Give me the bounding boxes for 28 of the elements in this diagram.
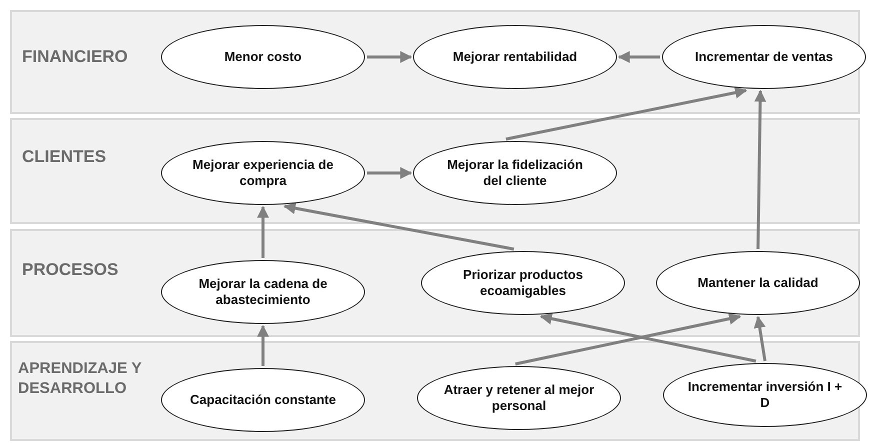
objective-label: Mantener la calidad	[696, 274, 820, 292]
arrow	[540, 312, 756, 363]
band-panel	[10, 118, 860, 224]
row-title: CLIENTES	[22, 146, 106, 168]
objective-label: Mejorar experiencia de compra	[192, 156, 334, 190]
arrow	[257, 324, 269, 366]
objective-label: Capacitación constante	[189, 392, 337, 408]
objective-label: Mejorar la fidelización del cliente	[446, 156, 584, 190]
objective-label: Incrementar de ventas	[694, 48, 834, 66]
arrow	[367, 167, 412, 179]
objective-label: Mejorar la cadena de abastecimiento	[198, 276, 328, 308]
row-title: PROCESOS	[22, 259, 118, 281]
arrow	[367, 51, 412, 63]
objective-label: Priorizar productos ecoamigables	[462, 266, 584, 300]
arrow	[618, 51, 660, 63]
row-title: FINANCIERO	[22, 46, 128, 68]
objective-label: Menor costo	[223, 48, 303, 66]
row-title: APRENDIZAJE Y DESARROLLO	[18, 359, 142, 400]
objective-label: Mejorar rentabilidad	[452, 48, 578, 66]
arrow	[506, 86, 748, 141]
arrow	[754, 316, 766, 362]
arrow	[257, 206, 269, 258]
band-panel	[10, 229, 860, 337]
objective-label: Incrementar inversión I + D	[686, 378, 844, 412]
arrow	[515, 312, 742, 366]
arrow	[754, 90, 766, 250]
arrow	[283, 202, 514, 251]
objective-label: Atraer y retener al mejor personal	[442, 382, 596, 414]
